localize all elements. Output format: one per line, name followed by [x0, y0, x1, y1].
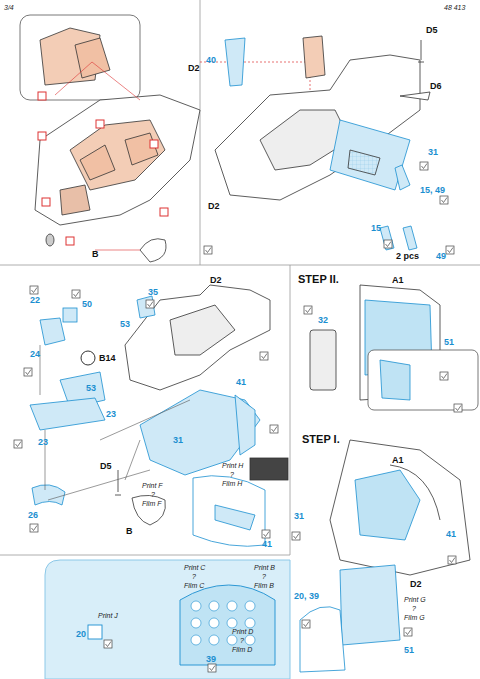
part-name: B: [126, 527, 133, 536]
print-film-note: ?: [230, 471, 234, 478]
part-name: D5: [100, 462, 112, 471]
print-film-note: ?: [240, 637, 244, 644]
callout-number: 40: [206, 56, 216, 65]
print-film-note: Print J: [98, 612, 118, 619]
part-name: D5: [426, 26, 438, 35]
callout-number: 15: [371, 224, 381, 233]
callout-number: 53: [86, 384, 96, 393]
part-name: 2 pcs: [396, 252, 419, 261]
step-heading: STEP I.: [302, 434, 340, 445]
print-film-note: Print H: [222, 462, 243, 469]
part-name: A1: [392, 276, 404, 285]
print-film-note: ?: [412, 605, 416, 612]
print-film-note: ?: [151, 491, 155, 498]
part-name: D6: [430, 82, 442, 91]
print-film-note: ?: [262, 573, 266, 580]
part-name: D2: [208, 202, 220, 211]
print-film-note: Film H: [222, 480, 242, 487]
callout-number: 49: [436, 252, 446, 261]
print-film-note: Film F: [142, 500, 161, 507]
print-film-note: Film B: [254, 582, 274, 589]
callout-number: 51: [404, 646, 414, 655]
print-film-note: Film C: [184, 582, 204, 589]
print-film-note: 48 413: [444, 4, 465, 11]
print-film-note: 3/4: [4, 4, 14, 11]
callout-number: 26: [28, 511, 38, 520]
callout-number: 24: [30, 350, 40, 359]
step-heading: STEP II.: [298, 274, 339, 285]
callout-number: 32: [318, 316, 328, 325]
callout-number: 39: [206, 655, 216, 664]
print-film-note: Film G: [404, 614, 425, 621]
print-film-note: Print G: [404, 596, 426, 603]
callout-number: 20, 39: [294, 592, 319, 601]
callout-number: 31: [173, 436, 183, 445]
callout-number: 53: [120, 320, 130, 329]
callout-number: 20: [76, 630, 86, 639]
callout-number: 41: [262, 540, 272, 549]
part-name: B: [92, 250, 99, 259]
callout-number: 41: [236, 378, 246, 387]
callout-number: 50: [82, 300, 92, 309]
print-film-note: Print B: [254, 564, 275, 571]
print-film-note: Print C: [184, 564, 205, 571]
print-film-note: ?: [192, 573, 196, 580]
callout-number: 23: [38, 438, 48, 447]
print-film-note: Print F: [142, 482, 163, 489]
callout-number: 31: [428, 148, 438, 157]
callout-number: 31: [294, 512, 304, 521]
callout-number: 41: [446, 530, 456, 539]
part-name: A1: [392, 456, 404, 465]
callout-number: 51: [444, 338, 454, 347]
callout-number: 22: [30, 296, 40, 305]
part-name: D2: [188, 64, 200, 73]
callout-number: 23: [106, 410, 116, 419]
print-film-note: Film D: [232, 646, 252, 653]
callout-number: 15, 49: [420, 186, 445, 195]
print-film-note: Print D: [232, 628, 253, 635]
part-name: D2: [210, 276, 222, 285]
part-name: B14: [99, 354, 116, 363]
callout-number: 35: [148, 288, 158, 297]
part-name: D2: [410, 580, 422, 589]
